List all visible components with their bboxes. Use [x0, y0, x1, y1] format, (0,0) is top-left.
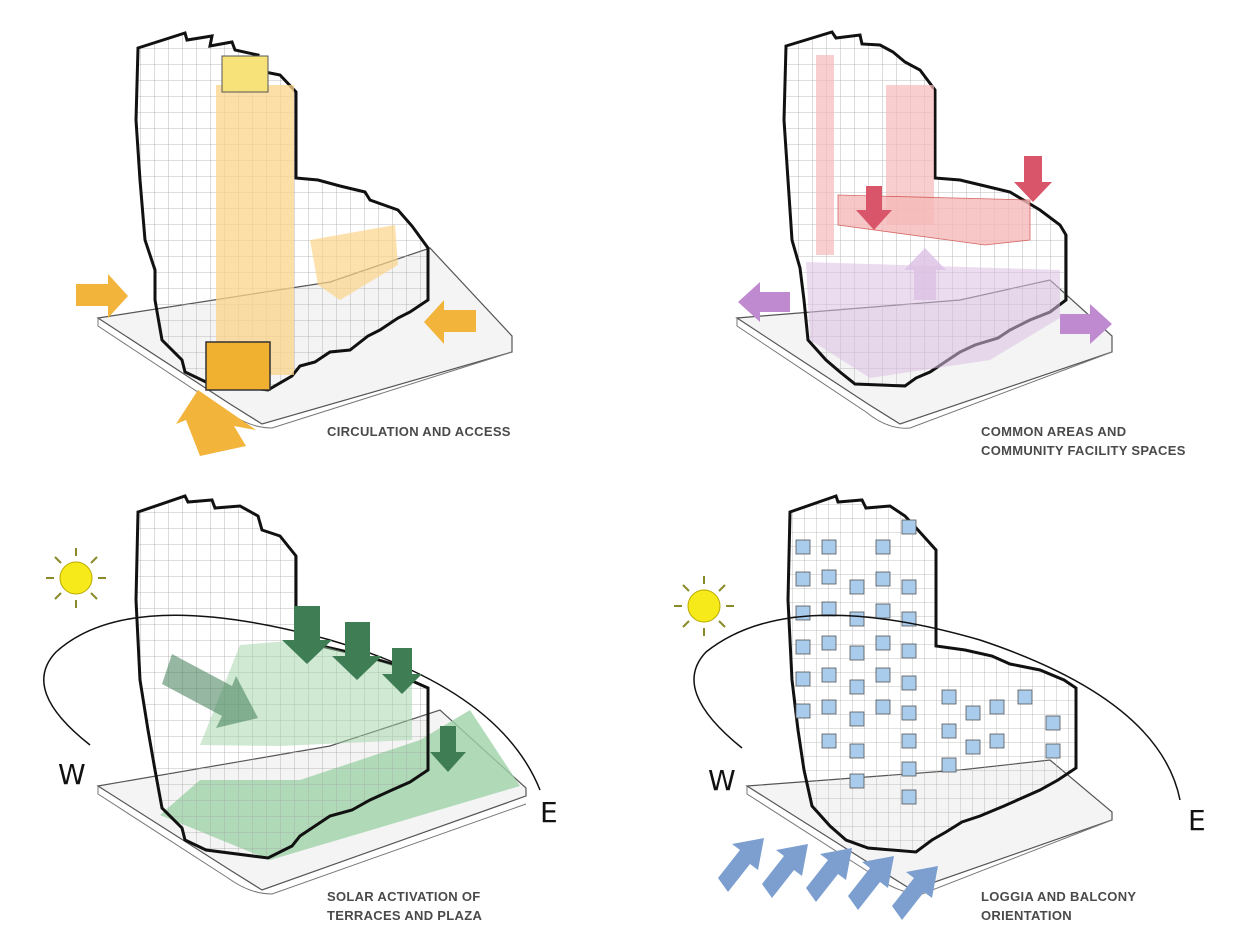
caption-solar: SOLAR ACTIVATION OF TERRACES AND PLAZA	[327, 889, 484, 923]
site-edge	[736, 318, 1113, 429]
common-strip-highlight	[816, 55, 834, 255]
arrow-northeast-icon	[806, 848, 852, 902]
panel-loggia: W E LOGGIA AND BALCONY ORIENTATION	[674, 494, 1206, 923]
core-top	[221, 55, 269, 93]
arrow-diagonal-icon	[162, 654, 258, 728]
arrow-down-icon	[1014, 156, 1052, 202]
wind-arrows	[718, 838, 938, 920]
roof-terrace-highlight	[837, 194, 1031, 246]
sun-path	[43, 614, 541, 791]
sun-path	[693, 614, 1181, 801]
arrow-northeast-icon	[718, 838, 764, 892]
caption-circulation: CIRCULATION AND ACCESS	[327, 424, 511, 439]
arrow-down-icon	[332, 622, 382, 680]
site-edge	[97, 786, 527, 895]
balcony-grid	[795, 519, 1061, 805]
compass-east: E	[1188, 804, 1206, 837]
arrow-east-icon	[1060, 304, 1112, 344]
panel-solar: W E SOLAR ACTIVATION OF TERRACES AND PLA…	[43, 494, 558, 923]
core-base	[205, 341, 271, 391]
arrow-west-icon	[738, 282, 790, 322]
panel-common-areas: COMMON AREAS AND COMMUNITY FACILITY SPAC…	[735, 30, 1186, 458]
arrow-south-icon	[176, 390, 256, 456]
arrow-down-icon	[856, 186, 892, 230]
compass-west: W	[708, 764, 736, 797]
sun-icon	[46, 548, 106, 608]
arrow-down-icon	[382, 648, 422, 694]
core-highlight	[216, 85, 294, 375]
sun-icon	[674, 576, 734, 636]
caption-common-areas: COMMON AREAS AND COMMUNITY FACILITY SPAC…	[981, 424, 1186, 458]
arrow-northeast-icon	[762, 844, 808, 898]
arrow-down-icon	[430, 726, 466, 772]
arrow-down-icon	[282, 606, 332, 664]
arrow-northeast-icon	[892, 866, 938, 920]
arrow-up-icon	[904, 248, 946, 300]
podium-highlight	[806, 262, 1060, 378]
panel-circulation: CIRCULATION AND ACCESS	[76, 31, 513, 456]
plaza-highlight	[310, 225, 398, 300]
arrow-west-icon	[76, 274, 128, 318]
caption-loggia: LOGGIA AND BALCONY ORIENTATION	[981, 889, 1140, 923]
compass-east: E	[540, 796, 558, 829]
arrow-northeast-icon	[848, 856, 894, 910]
compass-west: W	[58, 758, 86, 791]
arrow-east-icon	[424, 300, 476, 344]
